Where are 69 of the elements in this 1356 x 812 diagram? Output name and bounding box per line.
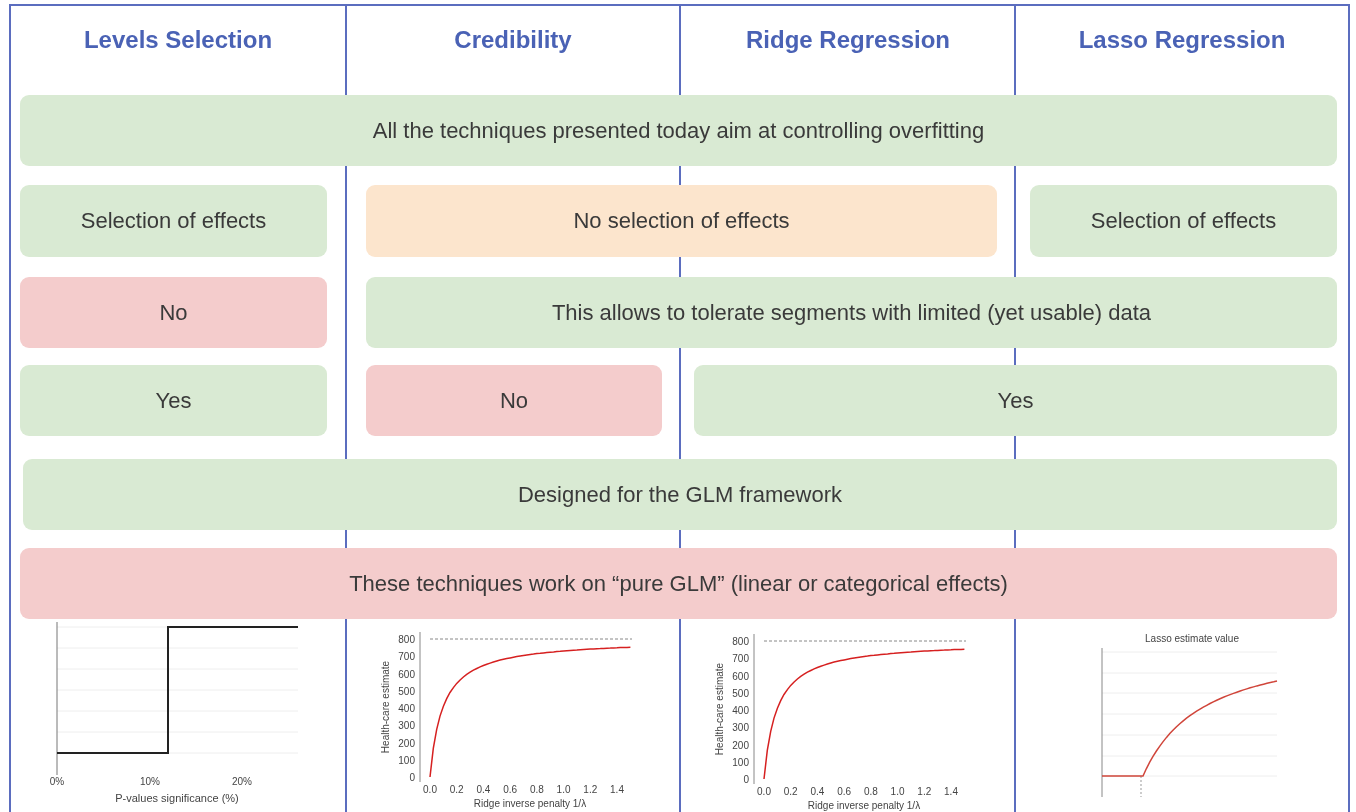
tick-label: 700 [732,652,749,664]
cell-text: These techniques work on “pure GLM” (linear or categorical effects) [349,570,1008,597]
tick-label: 0.6 [503,783,518,795]
tick-label: 100 [732,756,749,768]
cell-text: All the techniques presented today aim at controlling overfitting [372,117,985,144]
tick-label: 500 [398,685,415,697]
column-header: Credibility [454,26,572,54]
tick-label: 0.4 [810,785,825,797]
cell-box [366,185,997,257]
tick-label: 100 [398,754,415,766]
cell-box [20,548,1337,619]
axis-title: Ridge inverse penalty 1/λ [473,797,587,809]
cell-text: No [499,387,529,414]
cell-box [20,95,1337,166]
tick-label: 800 [398,633,415,645]
cell-box [20,185,327,257]
tick-label: 1.4 [610,783,624,795]
tick-label: 1.2 [917,785,932,797]
cell-text: Yes [155,387,192,414]
axis-title: Health-care estimate [713,662,725,756]
tick-label: 300 [398,719,415,731]
tick-label: 600 [398,668,415,679]
tick-label: 0.0 [757,785,771,797]
tick-label: 800 [732,635,749,647]
cell-box [23,459,1337,530]
tick-label: 500 [732,687,749,699]
tick-label: 20% [232,775,252,787]
cell-box [1030,185,1337,257]
cell-text: Designed for the GLM framework [518,481,842,508]
cell-box [366,277,1337,348]
cell-text: Selection of effects [80,208,267,234]
axis-title: P-values significance (%) [115,792,239,804]
tick-label: 200 [732,739,749,750]
tick-label: 0.2 [449,783,464,795]
tick-label: 1.2 [583,783,598,795]
tick-label: 200 [398,737,415,748]
tick-label: 0.4 [476,783,491,795]
cell-text: Yes [997,387,1034,414]
cell-text: Selection of effects [1090,208,1277,234]
cell-text: No [159,299,188,326]
column-header: Ridge Regression [746,26,950,54]
tick-label: 0.0 [423,783,437,795]
tick-label: 1.0 [890,785,905,797]
tick-label: 1.4 [944,785,958,797]
tick-label: 400 [398,702,415,714]
column-header: Levels Selection [83,26,273,54]
tick-label: 0.8 [529,783,544,795]
cell-text: No selection of effects [573,208,790,234]
tick-label: 700 [398,650,415,662]
cell-box [20,365,327,436]
tick-label: 0.2 [783,785,798,797]
tick-label: 0.6 [837,785,852,797]
tick-label: 600 [732,670,749,681]
tick-label: 300 [732,721,749,733]
tick-label: 10% [140,775,160,787]
cell-text: This allows to tolerate segments with limited (yet usable) data [551,299,1152,326]
cell-box [20,277,327,348]
tick-label: 0.8 [863,785,878,797]
tick-label: 0% [49,775,65,787]
axis-title: Health-care estimate [379,660,391,754]
chart-title: Lasso estimate value [1145,632,1239,644]
cell-box [366,365,662,436]
axis-title: Ridge inverse penalty 1/λ [807,799,921,811]
tick-label: 1.0 [556,783,571,795]
tick-label: 400 [732,704,749,716]
tick-label: 0 [743,773,749,785]
tick-label: 0 [409,771,415,783]
cell-box [694,365,1337,436]
column-header: Lasso Regression [1078,26,1286,54]
